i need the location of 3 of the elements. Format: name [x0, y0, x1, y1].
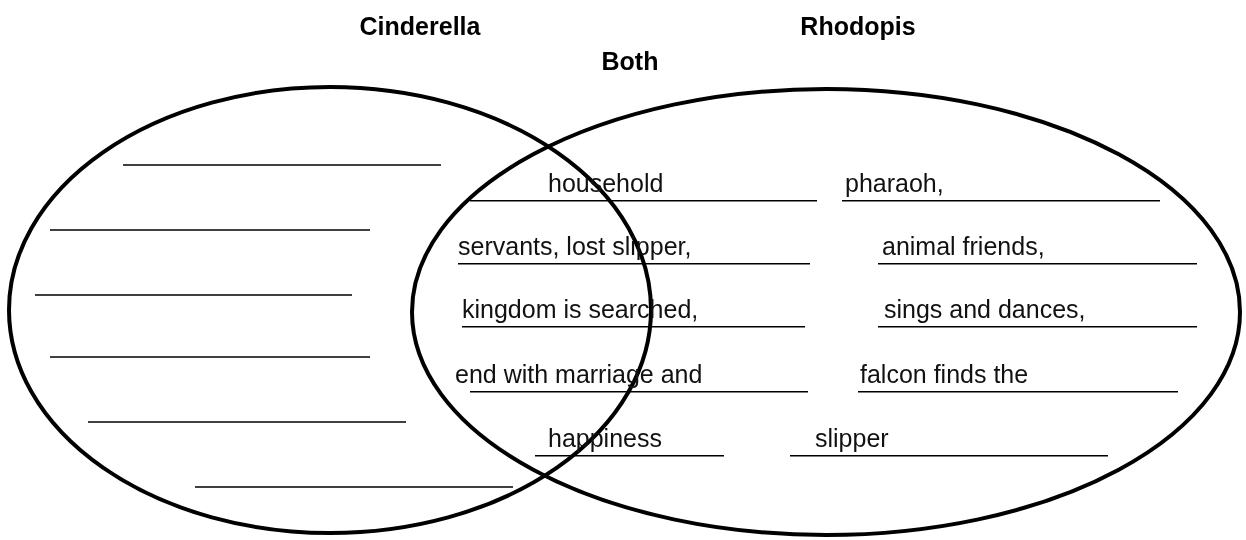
circle-title: Cinderella — [359, 12, 481, 41]
overlap-title: Both — [601, 47, 659, 76]
circle-title: Rhodopis — [800, 12, 916, 41]
